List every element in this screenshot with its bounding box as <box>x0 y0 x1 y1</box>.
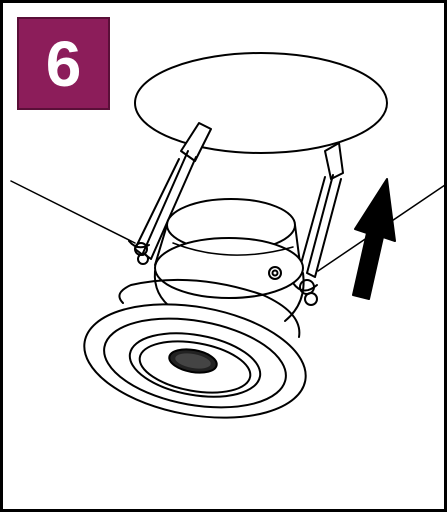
left-spring-clip <box>128 122 212 265</box>
ceiling-cutout <box>134 52 388 154</box>
right-spring-clip <box>292 142 344 306</box>
ceiling-line-left <box>10 180 136 244</box>
downlight-install-illustration <box>10 52 446 419</box>
led-lens <box>168 348 218 374</box>
up-arrow-icon <box>352 178 396 300</box>
fixture-housing <box>153 198 305 322</box>
step-number: 6 <box>45 27 82 100</box>
step-badge: 6 <box>17 17 110 110</box>
